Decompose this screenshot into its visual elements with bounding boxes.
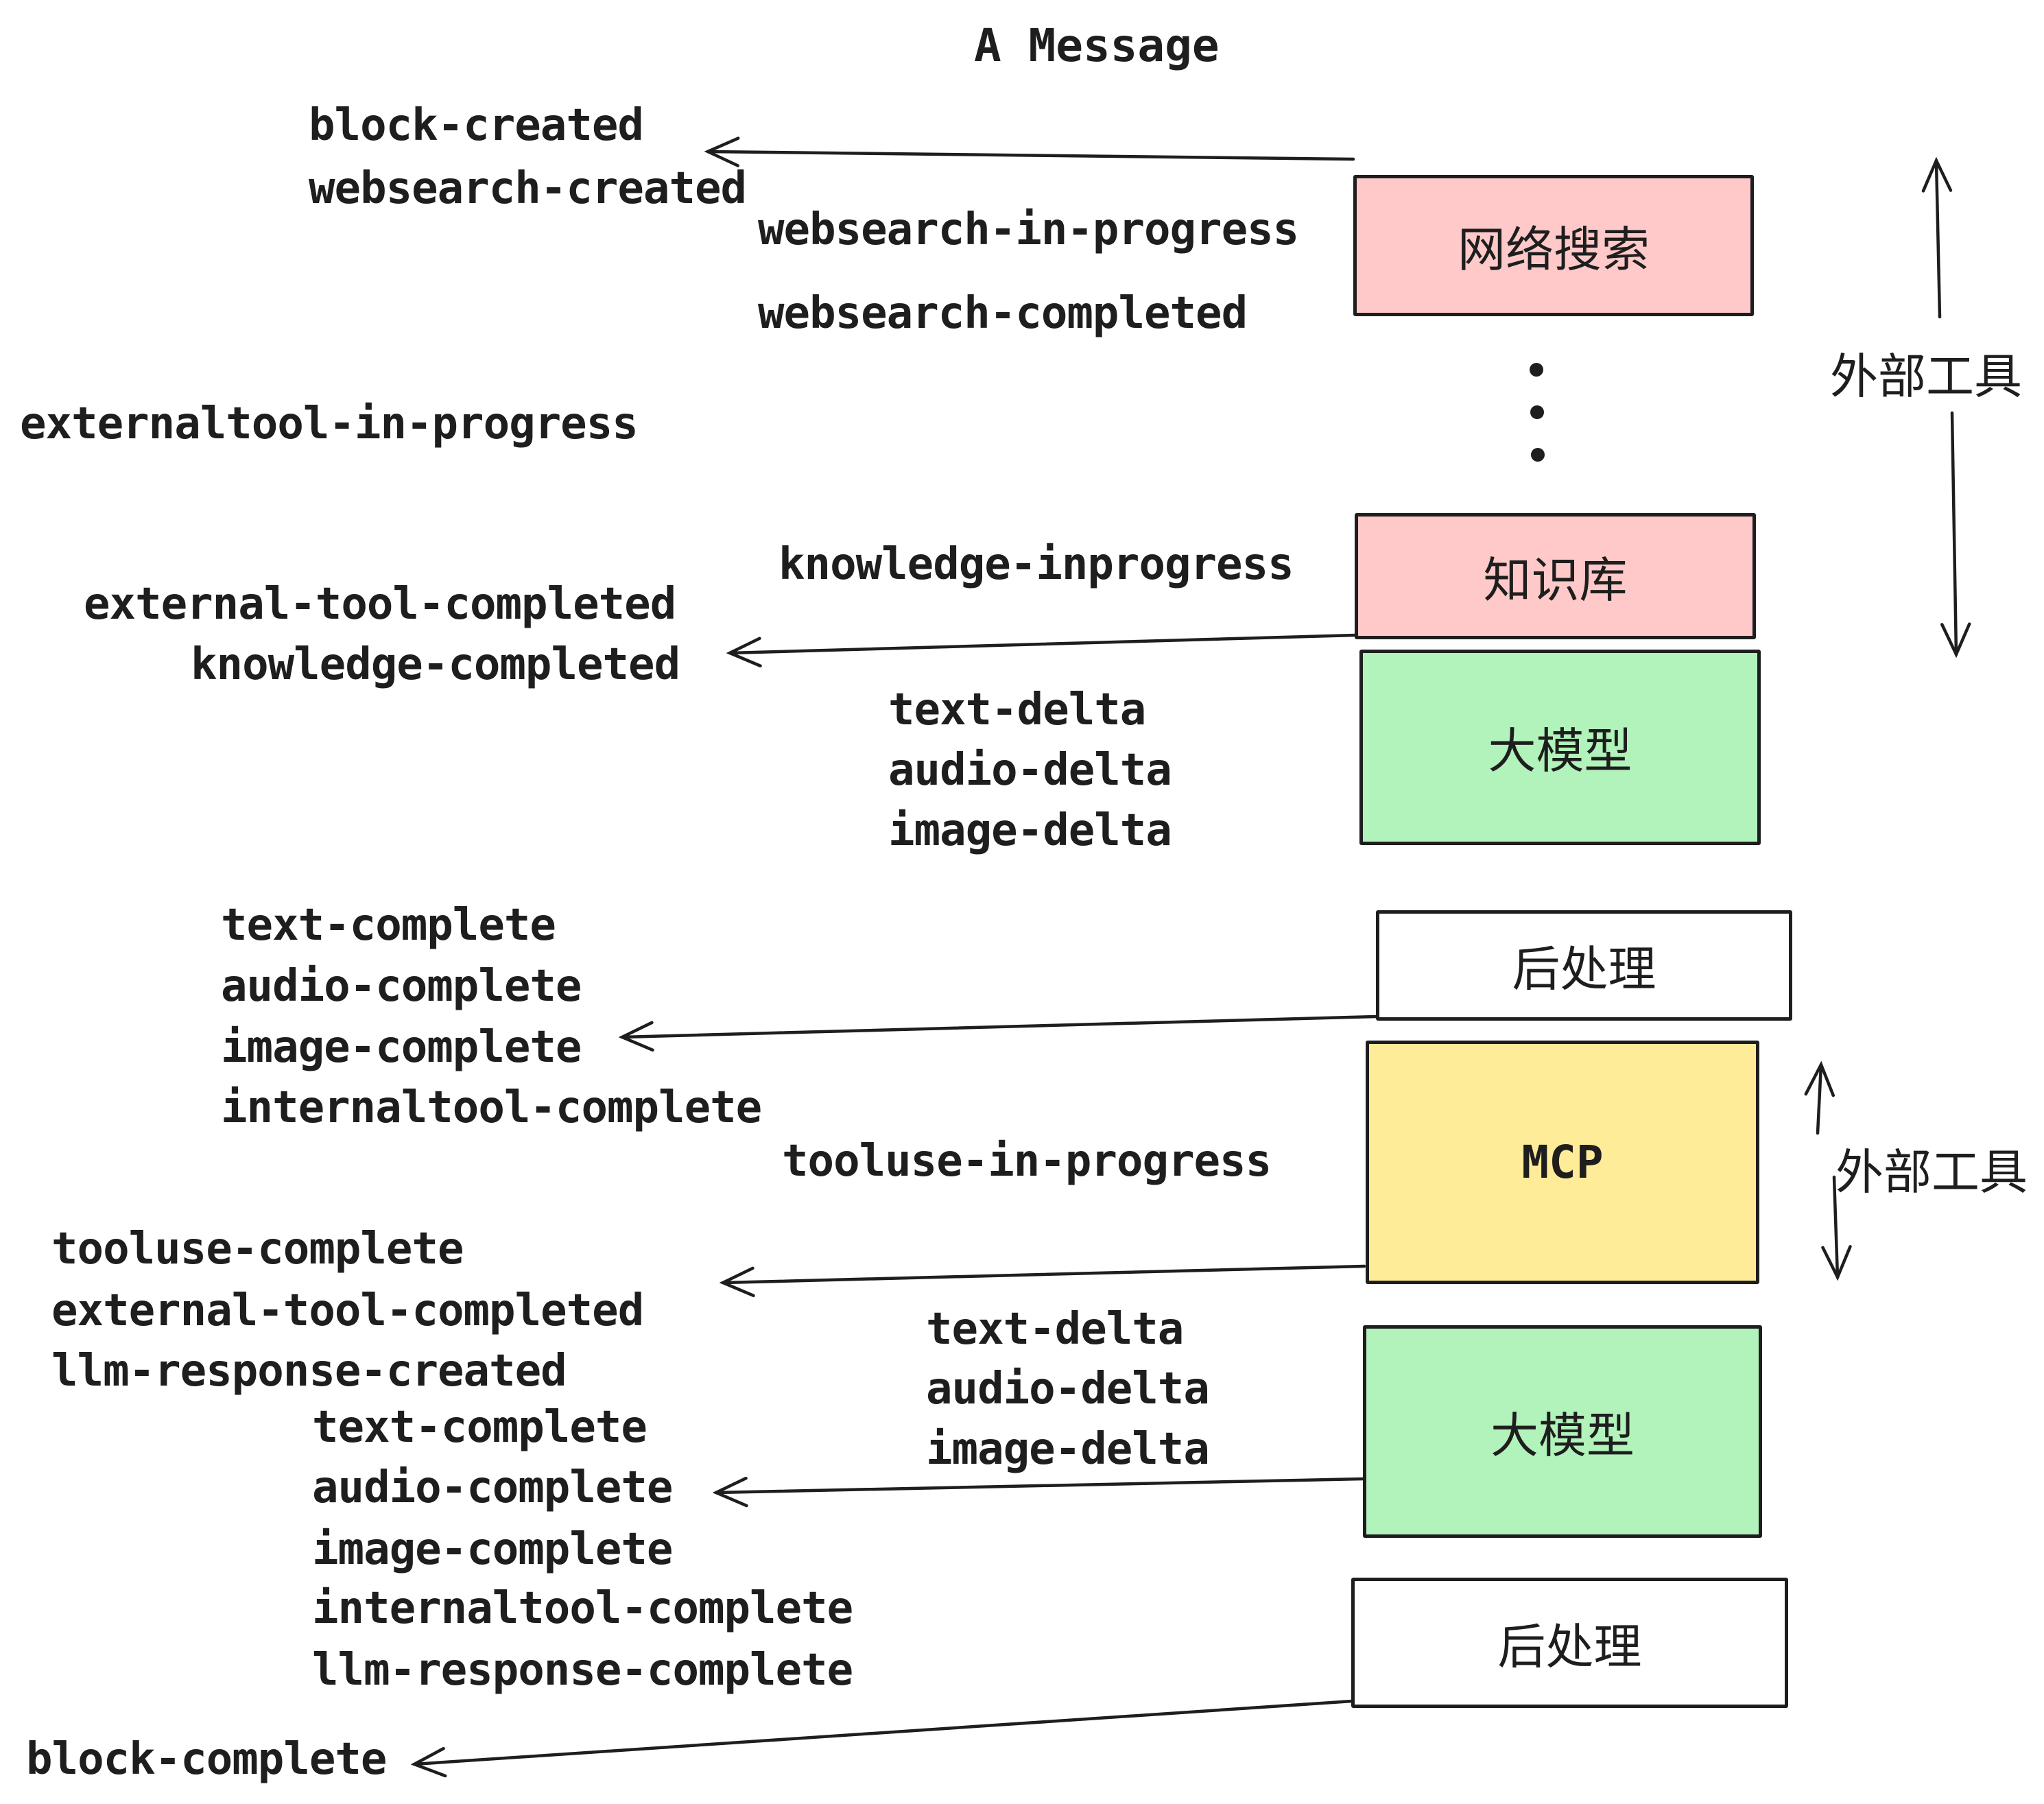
event-external-tool-completed-2: external-tool-completed <box>51 1285 644 1336</box>
event-audio-delta-1: audio-delta <box>888 745 1172 796</box>
event-audio-delta-2: audio-delta <box>926 1364 1210 1414</box>
event-external-tool-completed-1: external-tool-completed <box>84 579 676 630</box>
box-postprocess-2-label: 后处理 <box>1497 1618 1642 1675</box>
event-audio-complete-1: audio-complete <box>221 961 582 1012</box>
event-audio-complete-2: audio-complete <box>312 1462 673 1513</box>
box-knowledge-label: 知识库 <box>1483 551 1628 608</box>
box-llm-2-label: 大模型 <box>1490 1407 1635 1464</box>
event-block-complete: block-complete <box>26 1734 387 1785</box>
event-websearch-completed: websearch-completed <box>758 288 1248 339</box>
event-internaltool-complete-2: internaltool-complete <box>312 1583 853 1634</box>
box-postprocess-1: 后处理 <box>1376 910 1792 1021</box>
box-llm-1: 大模型 <box>1359 650 1761 845</box>
box-mcp-label: MCP <box>1521 1136 1604 1189</box>
event-tooluse-complete: tooluse-complete <box>51 1224 464 1274</box>
arrow-block-created <box>708 152 1355 159</box>
arrow-external-tools-down-1 <box>1952 411 1956 654</box>
event-text-delta-2: text-delta <box>926 1304 1184 1355</box>
event-text-complete-1: text-complete <box>221 900 556 951</box>
arrow-external-tools-down-2 <box>1834 1175 1838 1277</box>
event-websearch-in-progress: websearch-in-progress <box>758 204 1299 255</box>
vertical-ellipsis-icon <box>1530 363 1545 462</box>
event-websearch-created: websearch-created <box>309 163 747 214</box>
event-image-complete-1: image-complete <box>221 1022 582 1073</box>
box-websearch-label: 网络搜索 <box>1458 221 1650 278</box>
box-postprocess-2: 后处理 <box>1351 1578 1788 1708</box>
event-text-complete-2: text-complete <box>312 1402 647 1453</box>
event-internaltool-complete-1: internaltool-complete <box>221 1082 762 1133</box>
arrow-external-tools-up-1 <box>1936 161 1940 319</box>
event-image-delta-1: image-delta <box>888 805 1172 856</box>
box-llm-1-label: 大模型 <box>1488 723 1632 779</box>
event-text-delta-1: text-delta <box>888 685 1146 735</box>
event-knowledge-inprogress: knowledge-inprogress <box>779 539 1294 590</box>
box-mcp: MCP <box>1366 1041 1759 1284</box>
event-block-created: block-created <box>309 100 644 151</box>
arrow-external-tools-up-2 <box>1818 1065 1821 1135</box>
event-knowledge-completed: knowledge-completed <box>191 639 680 690</box>
event-llm-response-complete: llm-response-complete <box>312 1645 853 1696</box>
arrow-tooluse-complete <box>723 1264 1366 1283</box>
event-tooluse-in-progress: tooluse-in-progress <box>782 1136 1272 1187</box>
box-knowledge: 知识库 <box>1355 513 1756 639</box>
arrow-block-complete <box>414 1699 1355 1764</box>
side-label-external-tools-2: 外部工具 <box>1835 1144 2028 1200</box>
event-llm-response-created: llm-response-created <box>51 1346 567 1397</box>
box-websearch: 网络搜索 <box>1353 175 1754 316</box>
event-image-delta-2: image-delta <box>926 1424 1210 1475</box>
diagram-title: A Message <box>974 19 1220 72</box>
arrow-knowledge-completed <box>730 633 1358 653</box>
arrow-image-complete <box>622 1014 1378 1037</box>
event-image-complete-2: image-complete <box>312 1524 673 1575</box>
arrow-audio-complete <box>716 1479 1365 1493</box>
side-label-external-tools-1: 外部工具 <box>1830 348 2022 405</box>
box-postprocess-1-label: 后处理 <box>1512 941 1656 997</box>
box-llm-2: 大模型 <box>1363 1325 1762 1538</box>
event-externaltool-in-progress: externaltool-in-progress <box>20 399 639 449</box>
